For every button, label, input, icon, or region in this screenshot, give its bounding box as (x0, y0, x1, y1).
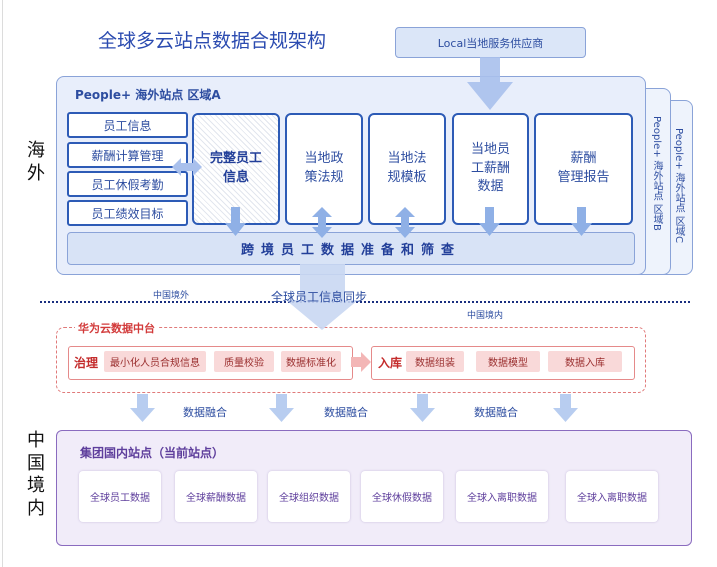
module-line: 策法规 (304, 170, 344, 185)
fusion-down-arrow (410, 394, 435, 422)
fusion-down-arrow (269, 394, 294, 422)
domestic-site-title: 集团国内站点（当前站点） (80, 446, 225, 460)
huawei-platform-title: 华为云数据中台 (75, 320, 158, 336)
overseas-region-label: 海 外 (26, 140, 46, 185)
left-edge-rule (2, 0, 3, 567)
module-local-templates: 当地法规模板 (368, 113, 446, 225)
governance-item-standardization: 数据标准化 (281, 351, 341, 372)
module-line: 信息 (222, 170, 249, 185)
hr-item-payroll-management: 薪酬计算管理 (67, 142, 188, 168)
ingest-item-storage: 数据入库 (548, 351, 622, 372)
governance-label: 治理 (74, 356, 99, 370)
module-down-arrow (479, 207, 500, 236)
hr-to-module-double-arrow (172, 158, 202, 176)
module-line: 工薪酬 (470, 160, 510, 176)
global-sync-label: 全球员工信息同步 (271, 290, 368, 304)
hr-item-performance-goals: 员工绩效目标 (67, 200, 188, 226)
global-sync-down-arrow (286, 264, 358, 330)
domestic-region-label: 中 国 境 内 (26, 430, 46, 520)
data-fusion-label: 数据融合 (183, 406, 227, 419)
border-divider (40, 301, 690, 303)
fusion-down-arrow (130, 394, 155, 422)
overseas-region-a-title: People+ 海外站点 区域A (75, 88, 221, 102)
domestic-item-leave-data: 全球休假数据 (361, 471, 443, 522)
module-line: 规模板 (387, 170, 427, 185)
governance-item-quality-check: 质量校验 (214, 351, 274, 372)
domestic-label-char: 国 (27, 452, 45, 474)
module-local-payroll-data: 当地员工薪酬数据 (452, 113, 529, 225)
module-line: 当地政 (304, 151, 344, 167)
local-provider-down-arrow (467, 57, 513, 110)
module-up-down-arrow (395, 207, 415, 238)
domestic-item-payroll-data: 全球薪酬数据 (175, 471, 257, 522)
domestic-item-org-data: 全球组织数据 (268, 471, 350, 522)
module-line: 管理报告 (557, 170, 610, 185)
local-provider-box: Local当地服务供应商 (395, 27, 586, 58)
module-complete-employee-info: 完整员工信息 (192, 113, 280, 225)
ingest-label: 入库 (378, 356, 403, 370)
module-down-arrow (225, 207, 246, 236)
governance-item-minimized-info: 最小化人员合规信息 (104, 351, 206, 372)
domestic-item-onboarding-data: 全球入离职数据 (566, 471, 658, 522)
module-line: 薪酬 (570, 151, 597, 167)
diagram-title: 全球多云站点数据合规架构 (98, 30, 327, 52)
module-payroll-report: 薪酬管理报告 (534, 113, 633, 225)
domestic-label-char: 中 (27, 430, 45, 451)
domestic-item-onboarding-data: 全球入离职数据 (456, 471, 548, 522)
domestic-label-char: 内 (27, 497, 45, 519)
ingest-item-model: 数据模型 (476, 351, 540, 372)
data-fusion-label: 数据融合 (324, 406, 368, 419)
domestic-item-employee-data: 全球员工数据 (79, 471, 161, 522)
fusion-down-arrow (553, 394, 578, 422)
overseas-label-char: 外 (27, 162, 45, 184)
region-c-label: People+ 海外站点 区域C (673, 128, 684, 243)
inside-china-label: 中国境内 (467, 311, 504, 321)
outside-china-label: 中国境外 (153, 291, 190, 301)
hr-item-leave-attendance: 员工休假考勤 (67, 171, 188, 197)
module-line: 当地员 (470, 141, 510, 157)
module-up-down-arrow (312, 207, 332, 238)
module-line: 完整员工 (209, 151, 262, 167)
overseas-label-char: 海 (27, 140, 45, 161)
data-fusion-label: 数据融合 (474, 406, 518, 419)
module-line: 数据 (477, 179, 504, 195)
domestic-label-char: 境 (27, 475, 45, 496)
module-line: 当地法 (387, 151, 427, 167)
module-local-policies: 当地政策法规 (285, 113, 363, 225)
region-b-label: People+ 海外站点 区域B (651, 116, 662, 231)
hr-item-employee-info: 员工信息 (67, 112, 188, 138)
governance-to-ingest-arrow (351, 352, 371, 372)
cross-border-screening-bar: 跨境员工数据准备和筛查 (67, 232, 635, 265)
ingest-item-assembly: 数据组装 (406, 351, 464, 372)
module-down-arrow (571, 207, 592, 236)
